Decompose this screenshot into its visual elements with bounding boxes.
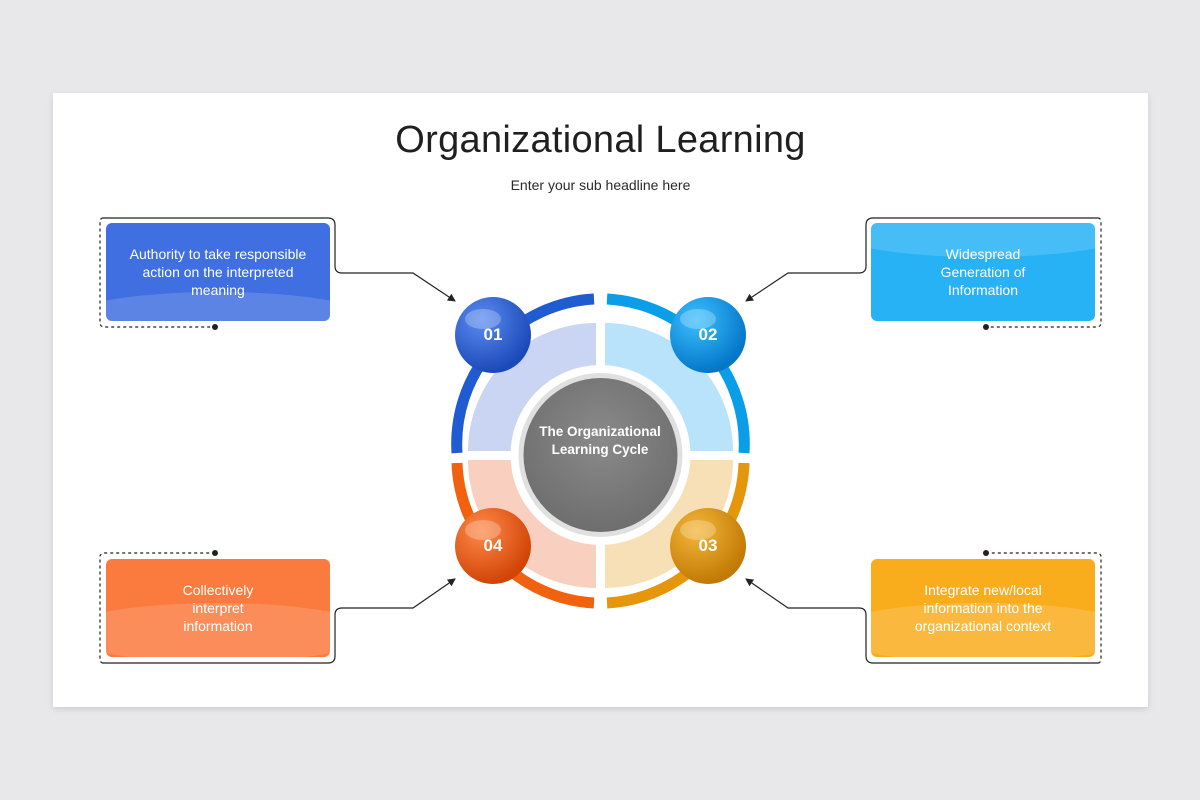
- step-text-04: Collectively interpret information: [182, 582, 254, 634]
- step-box-01: Authority to take responsible action on …: [106, 223, 330, 321]
- step-badge-04: [455, 508, 531, 584]
- connector-dot: [983, 324, 989, 330]
- step-number-03: 03: [698, 536, 718, 555]
- center-label: The Organizational Learning Cycle: [539, 424, 661, 457]
- step-badge-01: [455, 297, 531, 373]
- step-badge-03: [670, 508, 746, 584]
- step-number-02: 02: [698, 325, 718, 344]
- connector-dot: [212, 550, 218, 556]
- connector-dot: [983, 550, 989, 556]
- connector-lines: [99, 217, 1102, 664]
- step-box-02: Widespread Generation of Information: [871, 223, 1095, 321]
- step-box-04: Collectively interpret information: [106, 559, 330, 657]
- step-badges: [455, 297, 746, 584]
- step-badge-02: [670, 297, 746, 373]
- step-box-03: Integrate new/local information into the…: [871, 559, 1095, 657]
- step-number-01: 01: [483, 325, 503, 344]
- slide: Organizational Learning Enter your sub h…: [53, 93, 1148, 707]
- connector-dot: [212, 324, 218, 330]
- slide-title: Organizational Learning: [395, 119, 806, 161]
- slide-subtitle: Enter your sub headline here: [510, 177, 691, 193]
- step-text-01: Authority to take responsible action on …: [129, 246, 307, 298]
- step-text-03: Integrate new/local information into the…: [914, 582, 1052, 634]
- step-text-02: Widespread Generation of Information: [940, 246, 1026, 298]
- cycle-diagram: [99, 217, 1102, 664]
- center-circle: [523, 378, 678, 532]
- step-number-04: 04: [483, 536, 503, 555]
